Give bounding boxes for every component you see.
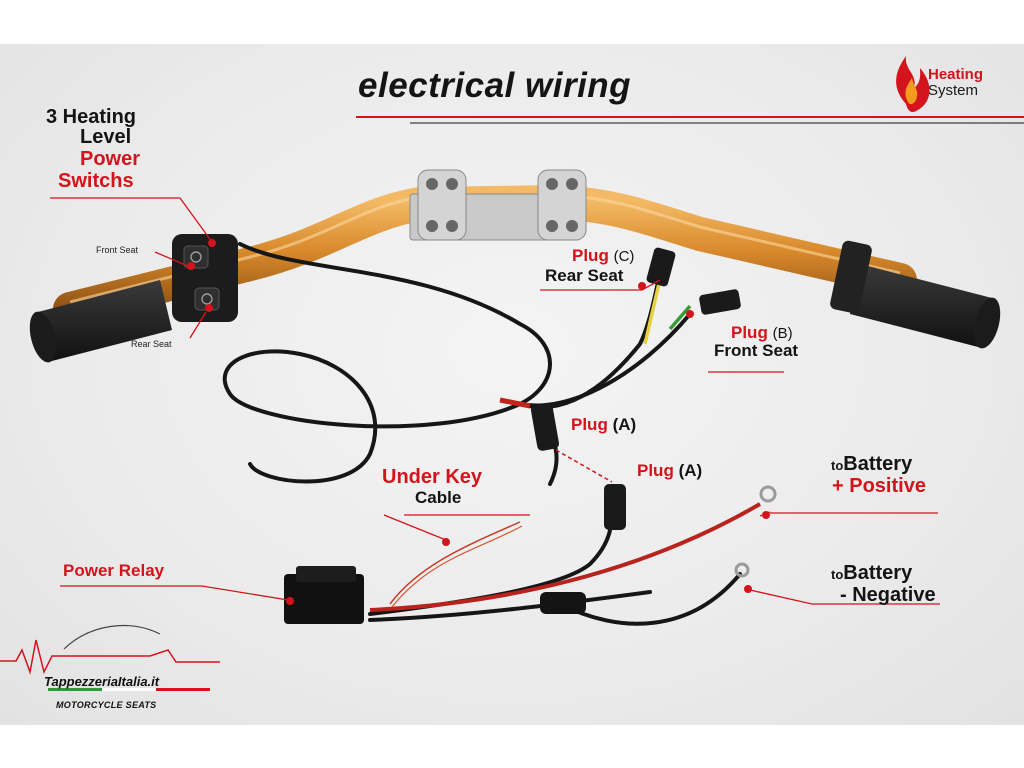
heartbeat-logo-icon (0, 639, 220, 675)
callout-dots (187, 239, 770, 605)
plug-b-sub-label: Front Seat (714, 341, 799, 360)
fuse-holder (540, 592, 586, 614)
positive-label: + Positive (832, 475, 926, 497)
right-grip (830, 240, 1001, 349)
plug-b-code: (B) (772, 325, 793, 342)
switches-label-line2: Level (80, 126, 132, 148)
to-word: to (831, 458, 844, 473)
clamp-plate (409, 169, 587, 241)
left-grip (29, 280, 172, 363)
under-key-label: Under Key (382, 466, 483, 488)
battery-positive-label: toBattery (831, 454, 912, 474)
plug-c-sub-label: Rear Seat (545, 266, 624, 285)
switches-label-line4: Switchs (58, 170, 134, 192)
front-seat-switch-label: Front Seat (96, 245, 139, 255)
rear-seat-switch-label: Rear Seat (131, 339, 172, 349)
battery-word: Battery (843, 562, 913, 584)
connectors (530, 247, 741, 530)
plug-word: Plug (731, 323, 768, 342)
switches-label-line3: Power (80, 148, 141, 170)
brand-line-2: System (928, 82, 979, 99)
switch-housing (172, 234, 238, 322)
plug-word: Plug (637, 461, 674, 480)
plug-c-code: (C) (613, 248, 635, 265)
page-title: electrical wiring (358, 66, 632, 105)
plug-a-label-lower: Plug (A) (637, 462, 702, 479)
battery-word: Battery (843, 453, 913, 475)
wiring-illustration (0, 56, 1024, 691)
company-logo-name: TappezzeriaItalia.it (44, 674, 160, 689)
power-relay-unit (284, 566, 364, 624)
flame-icon (896, 56, 930, 112)
brand-line-1: Heating (928, 66, 984, 83)
plug-a-code: (A) (612, 415, 637, 434)
plug-word: Plug (571, 415, 608, 434)
plug-c-label: Plug (C) (572, 247, 634, 264)
motorcycle-silhouette-icon (63, 624, 161, 650)
plug-word: Plug (572, 246, 609, 265)
plug-b-label: Plug (B) (731, 324, 793, 341)
brand-block: Heating System (928, 67, 983, 98)
under-key-cable-label: Cable (415, 488, 462, 507)
to-word: to (831, 567, 844, 582)
plug-a-code: (A) (678, 461, 703, 480)
battery-negative-label: toBattery (831, 563, 912, 583)
plug-a-label-upper: Plug (A) (571, 416, 636, 433)
power-relay-label: Power Relay (63, 561, 165, 580)
negative-label: - Negative (840, 584, 936, 606)
switches-label-line1: 3 Heating (46, 106, 137, 128)
product-photo (0, 44, 1024, 725)
company-logo-tagline: MOTORCYCLE SEATS (56, 700, 157, 710)
